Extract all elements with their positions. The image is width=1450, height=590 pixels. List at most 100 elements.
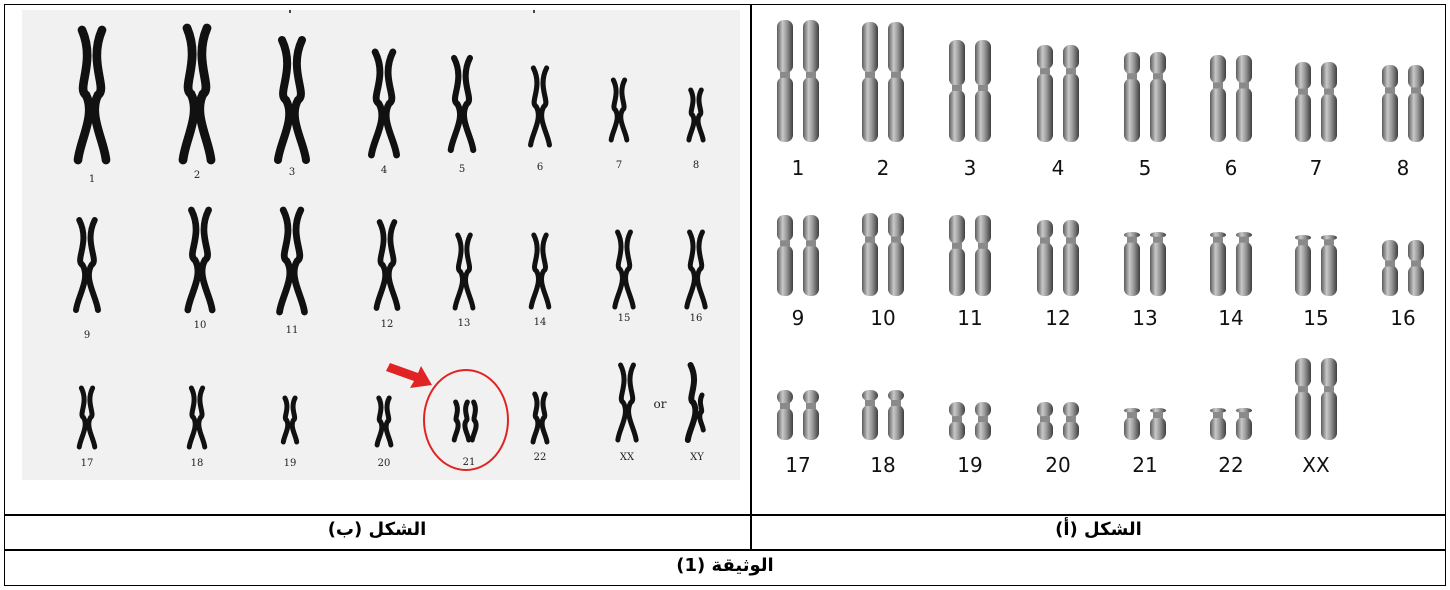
- fig-b-chromosome-22: [530, 391, 550, 445]
- fig-b-label-4: 4: [381, 165, 387, 176]
- fig-a-chromosome-pair-XX: [1295, 358, 1337, 440]
- caption-row-divider: [4, 514, 1446, 516]
- fig-b-chromosome-10: [184, 206, 216, 314]
- fig-b-or-text: or: [654, 397, 667, 411]
- document-caption: الوثيقة (1): [676, 555, 774, 576]
- fig-a-chromosome-pair-18: [862, 390, 904, 440]
- fig-a-chromosome-pair-20: [1037, 402, 1079, 440]
- fig-b-chromosome-3: [274, 36, 310, 164]
- fig-a-chromosome-pair-14: [1210, 232, 1252, 296]
- fig-a-chromosome-pair-1: [777, 20, 819, 142]
- fig-a-label-11: 11: [957, 306, 982, 330]
- fig-b-chromosome-7: [608, 77, 630, 143]
- fig-a-label-3: 3: [964, 156, 977, 180]
- fig-a-label-XX: XX: [1302, 453, 1330, 477]
- fig-a-chromosome-pair-13: [1124, 232, 1166, 296]
- fig-b-label-XX: XX: [620, 452, 635, 463]
- fig-a-chromosome-pair-5: [1124, 52, 1166, 142]
- fig-a-label-19: 19: [957, 453, 982, 477]
- fig-b-label-8: 8: [693, 160, 699, 171]
- fig-b-label-3: 3: [289, 167, 295, 178]
- fig-a-label-6: 6: [1225, 156, 1238, 180]
- fig-b-chromosome-13: [452, 232, 476, 311]
- fig-a-chromosome-pair-22: [1210, 408, 1252, 440]
- fig-b-chromosome-11: [276, 206, 308, 316]
- fig-a-label-16: 16: [1390, 306, 1415, 330]
- fig-b-label-6: 6: [537, 162, 543, 173]
- fig-b-label-20: 20: [378, 458, 391, 469]
- fig-a-label-22: 22: [1218, 453, 1243, 477]
- fig-a-chromosome-pair-9: [777, 215, 819, 296]
- fig-a-label-9: 9: [792, 306, 805, 330]
- fig-b-label-12: 12: [381, 319, 394, 330]
- fig-a-chromosome-pair-15: [1295, 235, 1337, 296]
- fig-a-label-15: 15: [1303, 306, 1328, 330]
- column-divider: [750, 4, 752, 550]
- fig-a-label-8: 8: [1397, 156, 1410, 180]
- fig-a-chromosome-pair-2: [862, 22, 904, 142]
- fig-b-label-7: 7: [616, 160, 622, 171]
- fig-b-label-22: 22: [534, 452, 547, 463]
- fig-b-label-16: 16: [690, 313, 703, 324]
- fig-a-chromosome-pair-8: [1382, 65, 1424, 142]
- fig-b-label-10: 10: [194, 320, 207, 331]
- fig-b-label-XY: XY: [690, 452, 704, 463]
- figure-b-caption: الشكل (ب): [327, 519, 427, 540]
- fig-b-label-19: 19: [284, 458, 297, 469]
- fig-a-label-12: 12: [1045, 306, 1070, 330]
- fig-b-chromosome-18: [186, 385, 208, 450]
- fig-b-chromosome-16: [684, 229, 708, 310]
- fig-b-chromosome-12: [373, 219, 401, 311]
- fig-a-label-13: 13: [1132, 306, 1157, 330]
- fig-a-chromosome-pair-19: [949, 402, 991, 440]
- fig-a-chromosome-pair-4: [1037, 45, 1079, 142]
- fig-a-label-7: 7: [1310, 156, 1323, 180]
- fig-a-chromosome-pair-7: [1295, 62, 1337, 142]
- fig-b-chromosome-15: [612, 229, 636, 310]
- fig-b-label-18: 18: [191, 458, 204, 469]
- red-arrow-icon: [386, 363, 432, 388]
- document-table: [4, 4, 1446, 586]
- fig-b-chromosome-14: [528, 232, 552, 310]
- fig-a-label-14: 14: [1218, 306, 1243, 330]
- fig-b-chromosome-2: [178, 23, 216, 165]
- fig-a-label-21: 21: [1132, 453, 1157, 477]
- fig-a-chromosome-pair-11: [949, 215, 991, 296]
- fig-b-label-17: 17: [81, 458, 94, 469]
- fig-b-chromosome-21: [451, 399, 479, 443]
- figure-a-caption: الشكل (أ): [1055, 519, 1142, 540]
- fig-a-chromosome-pair-17: [777, 390, 819, 440]
- trisomy-21-highlight-circle: [423, 369, 509, 471]
- fig-a-chromosome-pair-16: [1382, 240, 1424, 296]
- fig-a-label-10: 10: [870, 306, 895, 330]
- fig-a-label-2: 2: [877, 156, 890, 180]
- fig-a-label-18: 18: [870, 453, 895, 477]
- fig-b-chromosome-17: [76, 385, 98, 450]
- fig-b-chromosome-1: [73, 25, 111, 165]
- fig-b-chromosome-20: [374, 395, 394, 448]
- fig-b-label-15: 15: [618, 313, 631, 324]
- fig-a-label-20: 20: [1045, 453, 1070, 477]
- fig-a-chromosome-pair-21: [1124, 408, 1166, 440]
- fig-b-chromosome-XY: [684, 362, 706, 443]
- fig-a-chromosome-pair-10: [862, 213, 904, 296]
- fig-a-label-4: 4: [1052, 156, 1065, 180]
- fig-b-chromosome-8: [686, 87, 706, 143]
- fig-b-label-21: 21: [463, 457, 476, 468]
- fig-a-chromosome-pair-12: [1037, 220, 1079, 296]
- fig-a-label-1: 1: [792, 156, 805, 180]
- fig-a-chromosome-pair-3: [949, 40, 991, 142]
- fig-b-chromosome-XX: [615, 362, 639, 443]
- fig-b-label-11: 11: [286, 325, 299, 336]
- fig-b-label-2: 2: [194, 170, 200, 181]
- document-caption-divider: [4, 549, 1446, 551]
- fig-b-chromosome-9: [73, 217, 101, 313]
- fig-b-chromosome-4: [368, 48, 400, 159]
- fig-b-label-1: 1: [89, 174, 95, 185]
- fig-b-label-13: 13: [458, 318, 471, 329]
- fig-b-chromosome-6: [528, 65, 552, 148]
